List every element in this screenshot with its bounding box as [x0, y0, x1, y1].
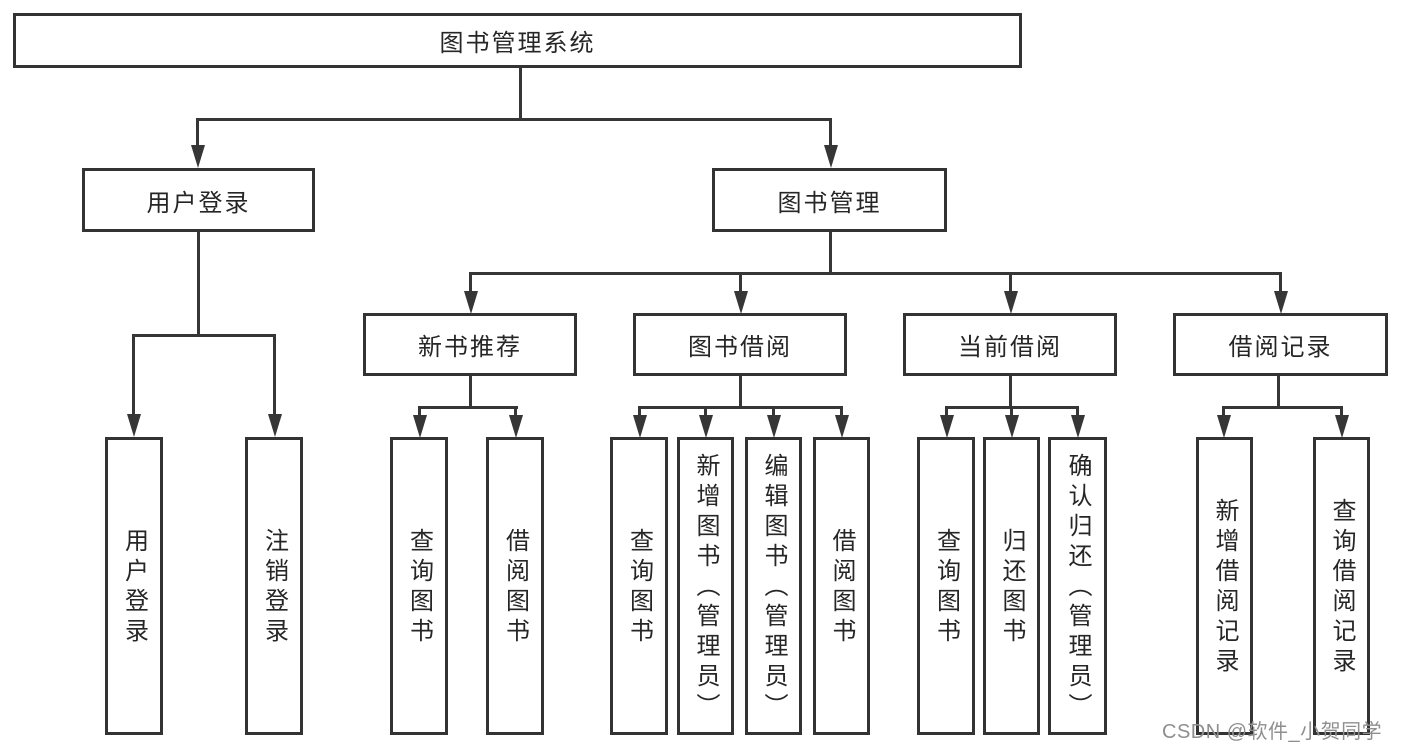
arrowhead-down-icon	[126, 414, 141, 437]
connector-line	[638, 406, 843, 409]
connector-line	[196, 118, 832, 121]
arrowhead-down-icon	[766, 415, 781, 438]
node-book-borrow: 图书借阅	[633, 313, 847, 376]
arrowhead-down-icon	[632, 415, 647, 438]
arrowhead-down-icon	[508, 415, 523, 438]
connector-line	[197, 232, 200, 335]
connector-line	[519, 67, 522, 119]
connector-line	[739, 376, 742, 407]
connector-line	[829, 232, 832, 273]
leaf-add-borrow-record: 新增借阅记录	[1196, 437, 1253, 735]
connector-line	[829, 118, 832, 148]
connector-line	[840, 406, 843, 418]
leaf-add-book-admin: 新增图书（管理员）	[677, 437, 734, 735]
arrowhead-down-icon	[823, 145, 838, 168]
connector-line	[772, 406, 775, 418]
leaf-borrow-books-2: 借阅图书	[813, 437, 870, 735]
connector-line	[132, 334, 135, 416]
arrowhead-down-icon	[939, 415, 954, 438]
arrowhead-down-icon	[698, 415, 713, 438]
arrowhead-down-icon	[1070, 415, 1085, 438]
connector-line	[196, 118, 199, 148]
node-current-borrow: 当前借阅	[903, 313, 1117, 376]
leaf-logout: 注销登录	[245, 437, 303, 735]
leaf-return-book: 归还图书	[983, 437, 1040, 735]
arrowhead-down-icon	[190, 145, 205, 168]
arrowhead-down-icon	[463, 291, 478, 314]
node-root: 图书管理系统	[13, 13, 1022, 68]
connector-line	[1279, 272, 1282, 293]
connector-line	[1222, 406, 1343, 409]
leaf-query-books-3: 查询图书	[917, 437, 975, 735]
connector-line	[1009, 376, 1012, 407]
node-book-management: 图书管理	[712, 168, 947, 232]
connector-line	[1010, 406, 1013, 418]
arrowhead-down-icon	[1273, 291, 1288, 314]
connector-line	[418, 406, 518, 409]
connector-line	[704, 406, 707, 418]
connector-line	[1340, 406, 1343, 418]
arrowhead-down-icon	[1003, 291, 1018, 314]
leaf-query-books-2: 查询图书	[610, 437, 668, 735]
connector-line	[739, 272, 742, 293]
node-new-book-recommend: 新书推荐	[363, 313, 577, 376]
connector-line	[273, 334, 276, 416]
arrowhead-down-icon	[267, 414, 282, 437]
connector-line	[469, 376, 472, 407]
arrowhead-down-icon	[1216, 415, 1231, 438]
arrowhead-down-icon	[733, 291, 748, 314]
csdn-watermark: CSDN @软件_小贺同学	[1162, 721, 1383, 743]
connector-line	[1076, 406, 1079, 418]
leaf-confirm-return-admin: 确认归还（管理员）	[1048, 437, 1107, 735]
arrowhead-down-icon	[1334, 415, 1349, 438]
connector-line	[418, 406, 421, 418]
leaf-query-books-1: 查询图书	[390, 437, 448, 735]
connector-line	[1222, 406, 1225, 418]
arrowhead-down-icon	[834, 415, 849, 438]
node-user-login: 用户登录	[82, 168, 315, 232]
connector-line	[1009, 272, 1012, 293]
leaf-borrow-books-1: 借阅图书	[486, 437, 544, 735]
connector-line	[514, 406, 517, 418]
connector-line	[469, 272, 1282, 275]
connector-line	[132, 334, 276, 337]
connector-line	[638, 406, 641, 418]
node-borrow-records: 借阅记录	[1173, 313, 1388, 376]
leaf-edit-book-admin: 编辑图书（管理员）	[745, 437, 802, 735]
connector-line	[945, 406, 948, 418]
connector-line	[469, 272, 472, 293]
leaf-query-borrow-record: 查询借阅记录	[1313, 437, 1370, 735]
connector-line	[1277, 376, 1280, 407]
arrowhead-down-icon	[1004, 415, 1019, 438]
arrowhead-down-icon	[412, 415, 427, 438]
leaf-user-login: 用户登录	[105, 437, 163, 735]
